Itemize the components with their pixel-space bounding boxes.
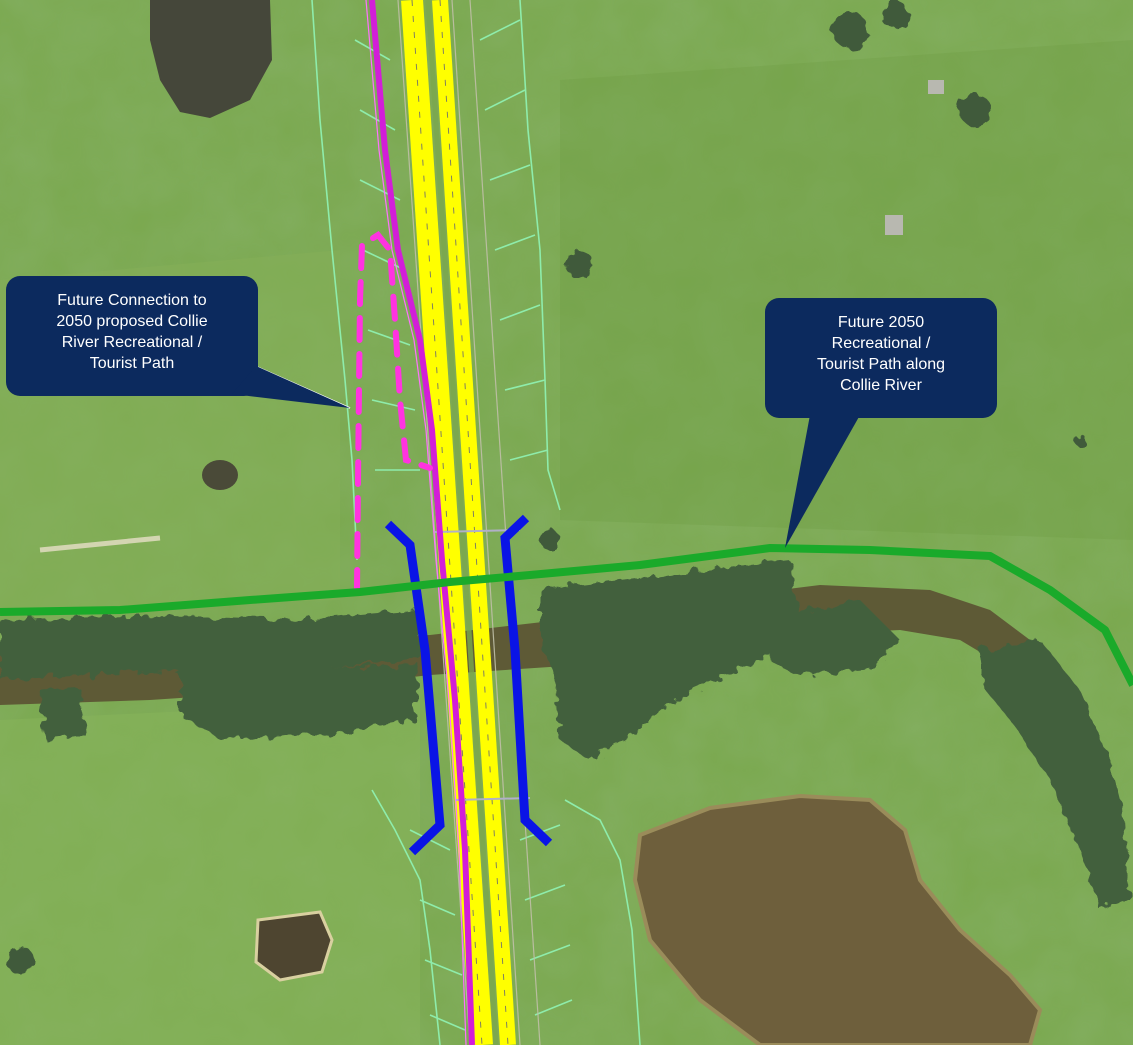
shared-path-magenta bbox=[369, 0, 475, 1045]
road-edge-lines bbox=[397, 0, 541, 1045]
lake-bottom-right bbox=[632, 793, 1043, 1045]
callout-connection-box bbox=[6, 276, 258, 396]
light-track-left bbox=[39, 535, 161, 553]
farm-buildings bbox=[885, 80, 944, 235]
pond-bottom-left bbox=[254, 910, 334, 982]
field-patch-bottom bbox=[0, 700, 420, 1045]
scattered-trees bbox=[6, 1, 1086, 974]
design-outline bbox=[311, 0, 641, 1045]
callout-river-path-pointer bbox=[785, 415, 860, 548]
pond-small-left bbox=[202, 460, 238, 490]
river-recreational-path bbox=[0, 544, 1133, 687]
pond-top-left bbox=[150, 0, 272, 118]
shared-path-magenta-inner bbox=[365, 0, 467, 1045]
callout-connection bbox=[6, 276, 351, 409]
bridge-deck-lines bbox=[434, 529, 531, 801]
callout-river-path bbox=[765, 298, 997, 548]
bridge-markers bbox=[384, 514, 553, 856]
field-patch-right bbox=[560, 40, 1133, 540]
callout-river-path-box bbox=[765, 298, 997, 418]
future-connection-dashed bbox=[354, 231, 433, 595]
river-tree-belt bbox=[0, 560, 1130, 910]
highway bbox=[401, 0, 516, 1045]
